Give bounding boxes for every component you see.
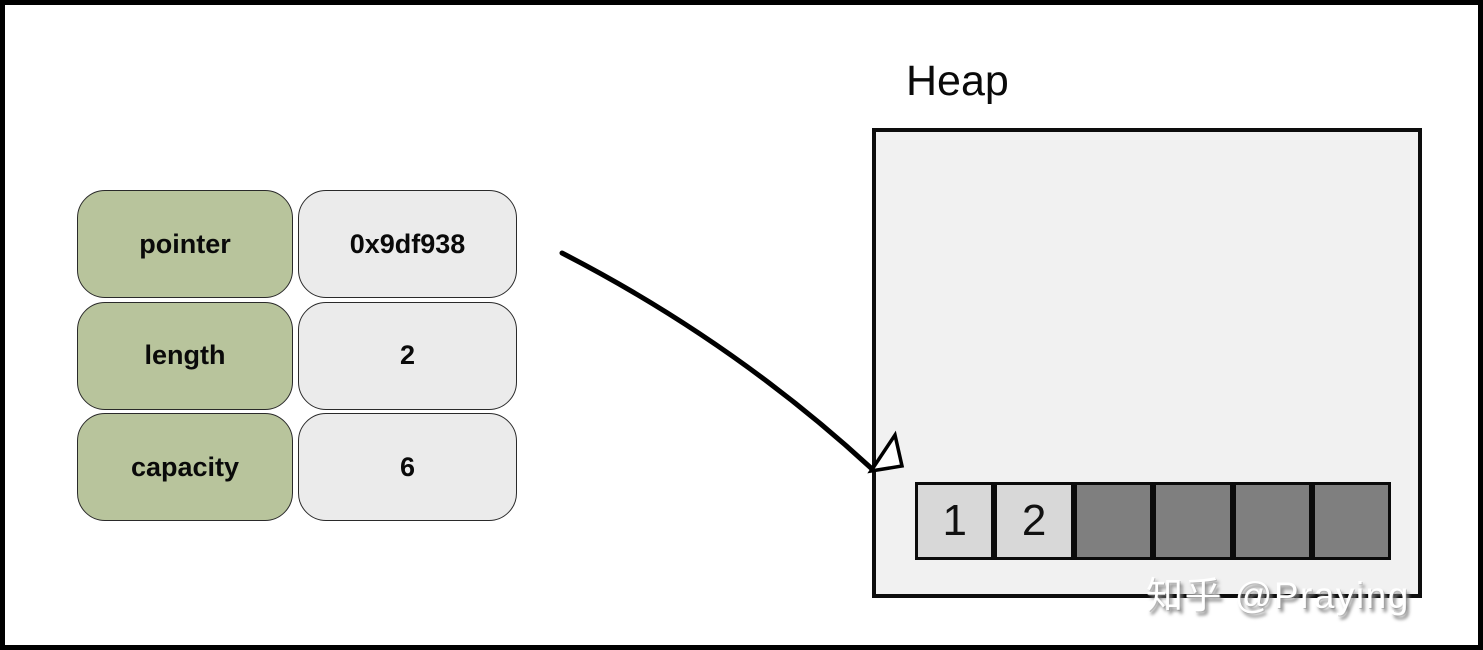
- field-label-length: length: [77, 301, 293, 410]
- table-row-pointer: pointer 0x9df938: [77, 190, 517, 298]
- pointer-arrow-line: [559, 250, 874, 471]
- watermark: 知乎 @Praying: [1146, 575, 1410, 616]
- field-label-pointer: pointer: [77, 190, 293, 298]
- heap-cell-array: 1 2: [915, 482, 1392, 560]
- heap-cell-4: [1232, 482, 1312, 560]
- field-value-length: 2: [298, 301, 517, 410]
- vec-struct-table: pointer 0x9df938 length 2 capacity 6: [77, 190, 517, 525]
- table-row-capacity: capacity 6: [77, 413, 517, 521]
- field-value-pointer: 0x9df938: [298, 190, 517, 298]
- heap-cell-1: 2: [994, 482, 1074, 560]
- field-value-capacity: 6: [298, 413, 517, 521]
- table-row-length: length 2: [77, 301, 517, 410]
- heap-region: 1 2: [872, 128, 1422, 598]
- heap-cell-0: 1: [915, 482, 995, 560]
- field-label-capacity: capacity: [77, 413, 293, 521]
- heap-title: Heap: [906, 57, 1009, 105]
- heap-cell-3: [1153, 482, 1233, 560]
- heap-cell-5: [1311, 482, 1392, 560]
- heap-cell-2: [1073, 482, 1154, 560]
